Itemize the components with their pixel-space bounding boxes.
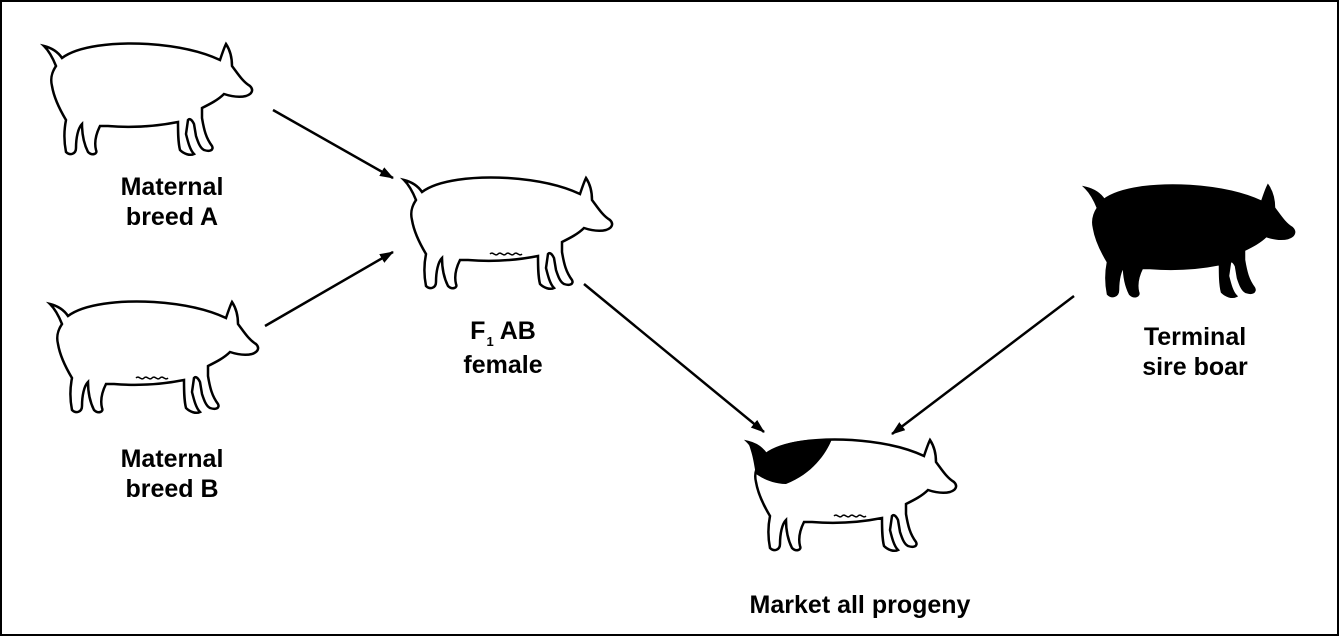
label-market-all-progeny: Market all progeny — [700, 590, 1020, 620]
arrow-a-to-f1 — [272, 108, 394, 180]
arrow-sire-to-market — [891, 295, 1075, 435]
label-subscript: 1 — [486, 334, 494, 349]
label-line: Maternal — [120, 173, 224, 201]
label-line: Terminal — [1143, 323, 1247, 351]
pig-market-progeny-icon — [746, 438, 958, 553]
arrow-f1-to-market — [583, 283, 765, 433]
pig-terminal-sire-icon — [1084, 184, 1296, 299]
label-maternal-breed-b: Maternal breed B — [82, 444, 262, 504]
label-line: breed B — [125, 475, 219, 503]
label-line: Maternal — [120, 445, 224, 473]
pig-f1-female-icon — [402, 176, 614, 291]
label-line: female — [463, 351, 543, 379]
pig-maternal-b-icon — [48, 300, 260, 415]
label-f1-ab-female: F1 AB female — [418, 316, 588, 380]
pig-maternal-a-icon — [42, 42, 254, 157]
label-line: Market all progeny — [749, 591, 971, 619]
label-line: F1 AB — [418, 316, 588, 350]
label-ab: AB — [493, 317, 536, 345]
arrow-b-to-f1 — [264, 250, 394, 328]
label-f: F — [470, 317, 486, 345]
label-line: sire boar — [1142, 353, 1248, 381]
label-maternal-breed-a: Maternal breed A — [82, 172, 262, 232]
label-line: breed A — [125, 203, 219, 231]
label-terminal-sire-boar: Terminal sire boar — [1105, 322, 1285, 382]
